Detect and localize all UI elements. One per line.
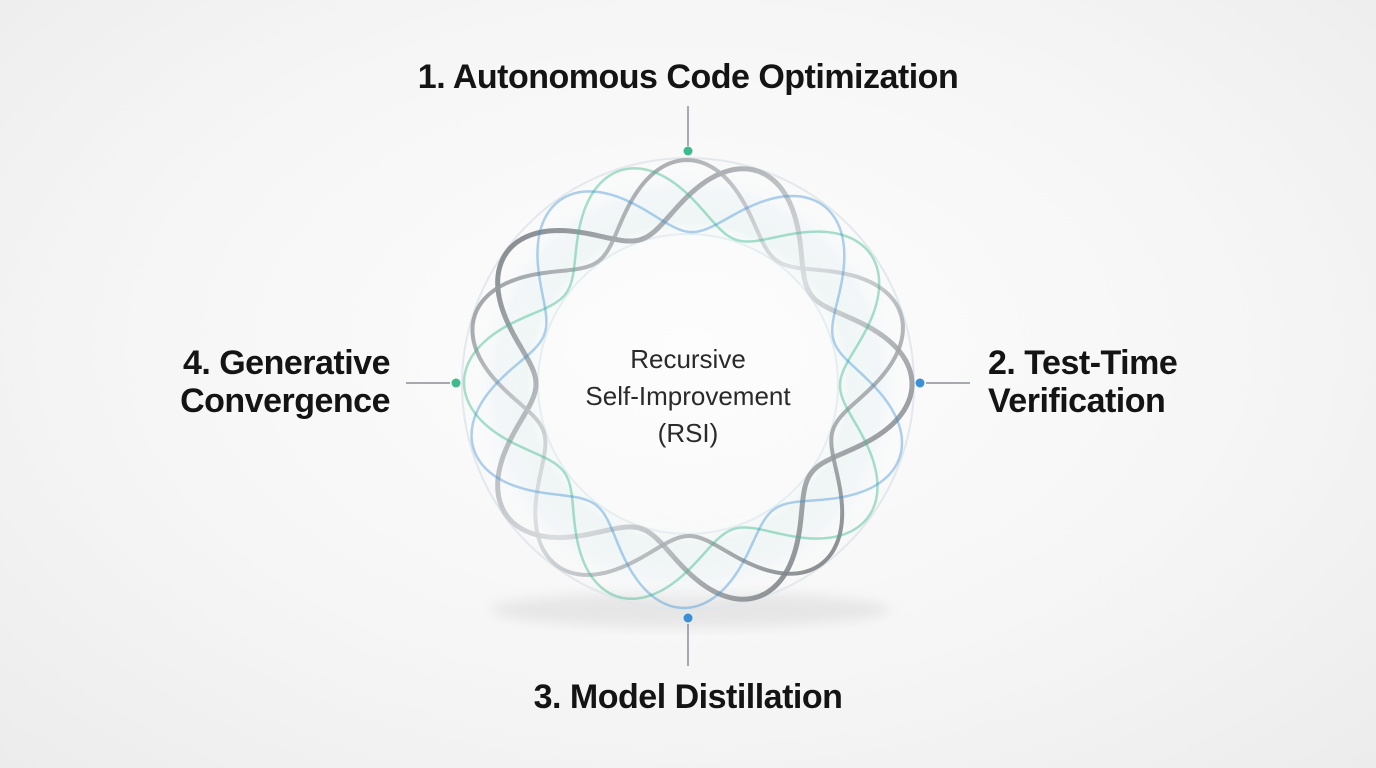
stage-2-line-1: 2. Test-Time: [988, 344, 1178, 382]
stage-3-label: 3. Model Distillation: [0, 678, 1376, 716]
ring-strand: [462, 167, 881, 601]
connector-left: [406, 378, 461, 388]
stage-1-label: 1. Autonomous Code Optimization: [0, 58, 1376, 96]
stage-4-label: 4. Generative Convergence: [180, 344, 390, 420]
stage-4-line-1: 4. Generative: [182, 344, 391, 382]
ring-strand: [470, 158, 905, 577]
stage-1-line-1: 1. Autonomous Code Optimization: [417, 58, 959, 96]
center-title-line-1: Recursive: [630, 344, 746, 374]
connector-dot-left: [451, 378, 461, 388]
ring-strand: [495, 166, 915, 602]
connector-bottom: [683, 613, 693, 666]
connector-dot-bottom: [683, 613, 693, 623]
center-title-line-2: Self-Improvement: [585, 381, 791, 411]
stage-4-line-2: Convergence: [180, 382, 390, 420]
stage-3-line-1: 3. Model Distillation: [533, 678, 843, 716]
stage-2-line-2: Verification: [988, 382, 1166, 420]
center-title-line-3: (RSI): [657, 418, 719, 448]
twisted-ring-icon: [461, 157, 915, 611]
connector-dot-right: [915, 378, 925, 388]
ring-strand: [470, 190, 904, 610]
connector-dot-top: [683, 146, 693, 156]
stage-2-label: 2. Test-Time Verification: [988, 344, 1178, 420]
connector-right: [915, 378, 970, 388]
center-title: Recursive Self-Improvement (RSI): [538, 341, 838, 452]
connector-top: [683, 106, 693, 156]
